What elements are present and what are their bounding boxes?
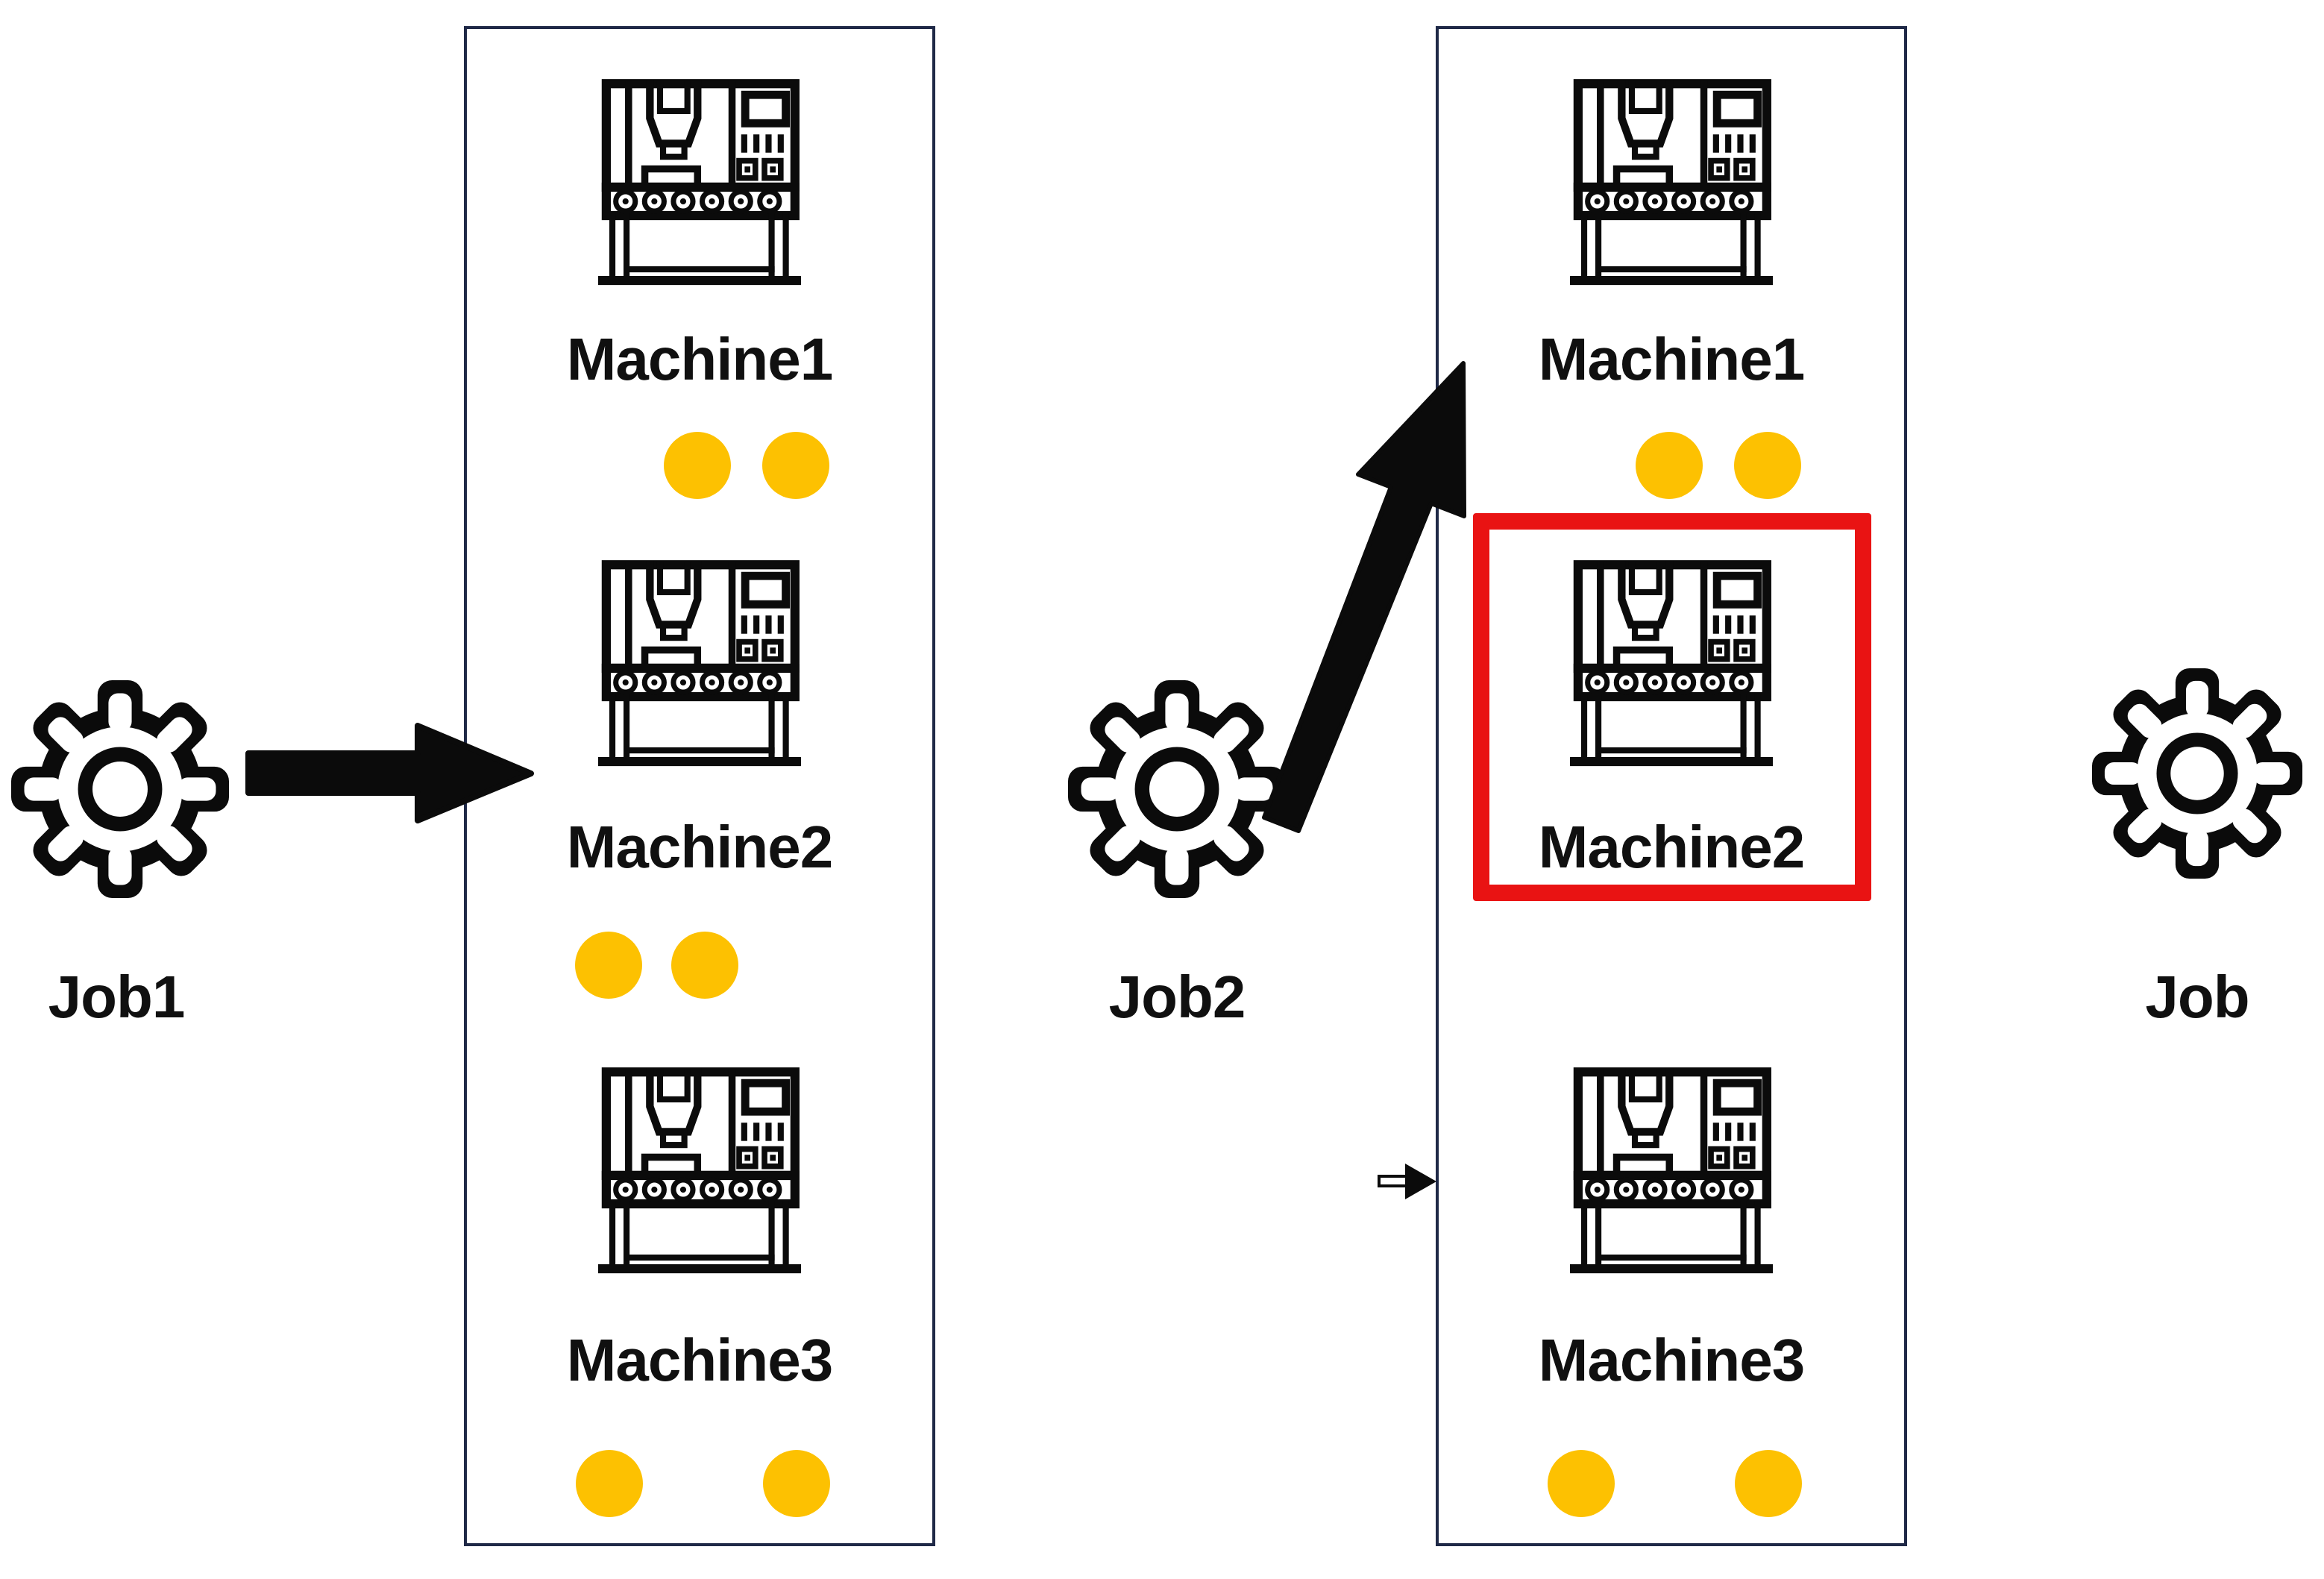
token-dots xyxy=(467,432,932,499)
machine-label: Machine3 xyxy=(566,1327,834,1393)
machine-icon xyxy=(598,1066,801,1277)
job-label: Job2 xyxy=(1108,964,1246,1030)
token-dots xyxy=(467,1450,932,1517)
machine-box-1: Machine1 Machine2 Machine3 xyxy=(464,26,935,1546)
token-dots xyxy=(1439,1450,1904,1517)
gear-icon xyxy=(11,680,229,898)
machine-box-2: Machine1 Machine2 Machine3 xyxy=(1436,26,1907,1546)
job-label: Job xyxy=(2145,964,2249,1030)
highlight-box xyxy=(1473,513,1871,901)
token-dot xyxy=(1735,1450,1802,1517)
token-dot xyxy=(575,932,642,999)
token-dot xyxy=(1734,432,1801,499)
gear-icon xyxy=(2092,668,2302,879)
token-dot xyxy=(671,932,738,999)
machine-label: Machine2 xyxy=(566,814,834,880)
token-dot xyxy=(576,1450,643,1517)
machine-icon xyxy=(1570,78,1773,289)
token-dot xyxy=(763,1450,830,1517)
machine-icon xyxy=(1570,1066,1773,1277)
machine-label: Machine2 xyxy=(1538,814,1806,880)
token-dot xyxy=(1548,1450,1615,1517)
token-dot xyxy=(1636,432,1703,499)
machine-label: Machine1 xyxy=(566,326,834,392)
cursor-arrow-icon xyxy=(1378,1164,1436,1199)
job-label: Job1 xyxy=(48,964,186,1030)
machine-icon xyxy=(598,559,801,770)
token-dots xyxy=(1439,932,1904,999)
token-dot xyxy=(664,432,731,499)
machine-label: Machine1 xyxy=(1538,326,1806,392)
token-dots xyxy=(1439,432,1904,499)
token-dot xyxy=(762,432,829,499)
token-dots xyxy=(467,932,932,999)
machine-icon xyxy=(598,78,801,289)
job2-assignment-arrow-icon xyxy=(1262,361,1466,833)
job1-assignment-arrow-icon xyxy=(245,723,534,823)
machine-label: Machine3 xyxy=(1538,1327,1806,1393)
